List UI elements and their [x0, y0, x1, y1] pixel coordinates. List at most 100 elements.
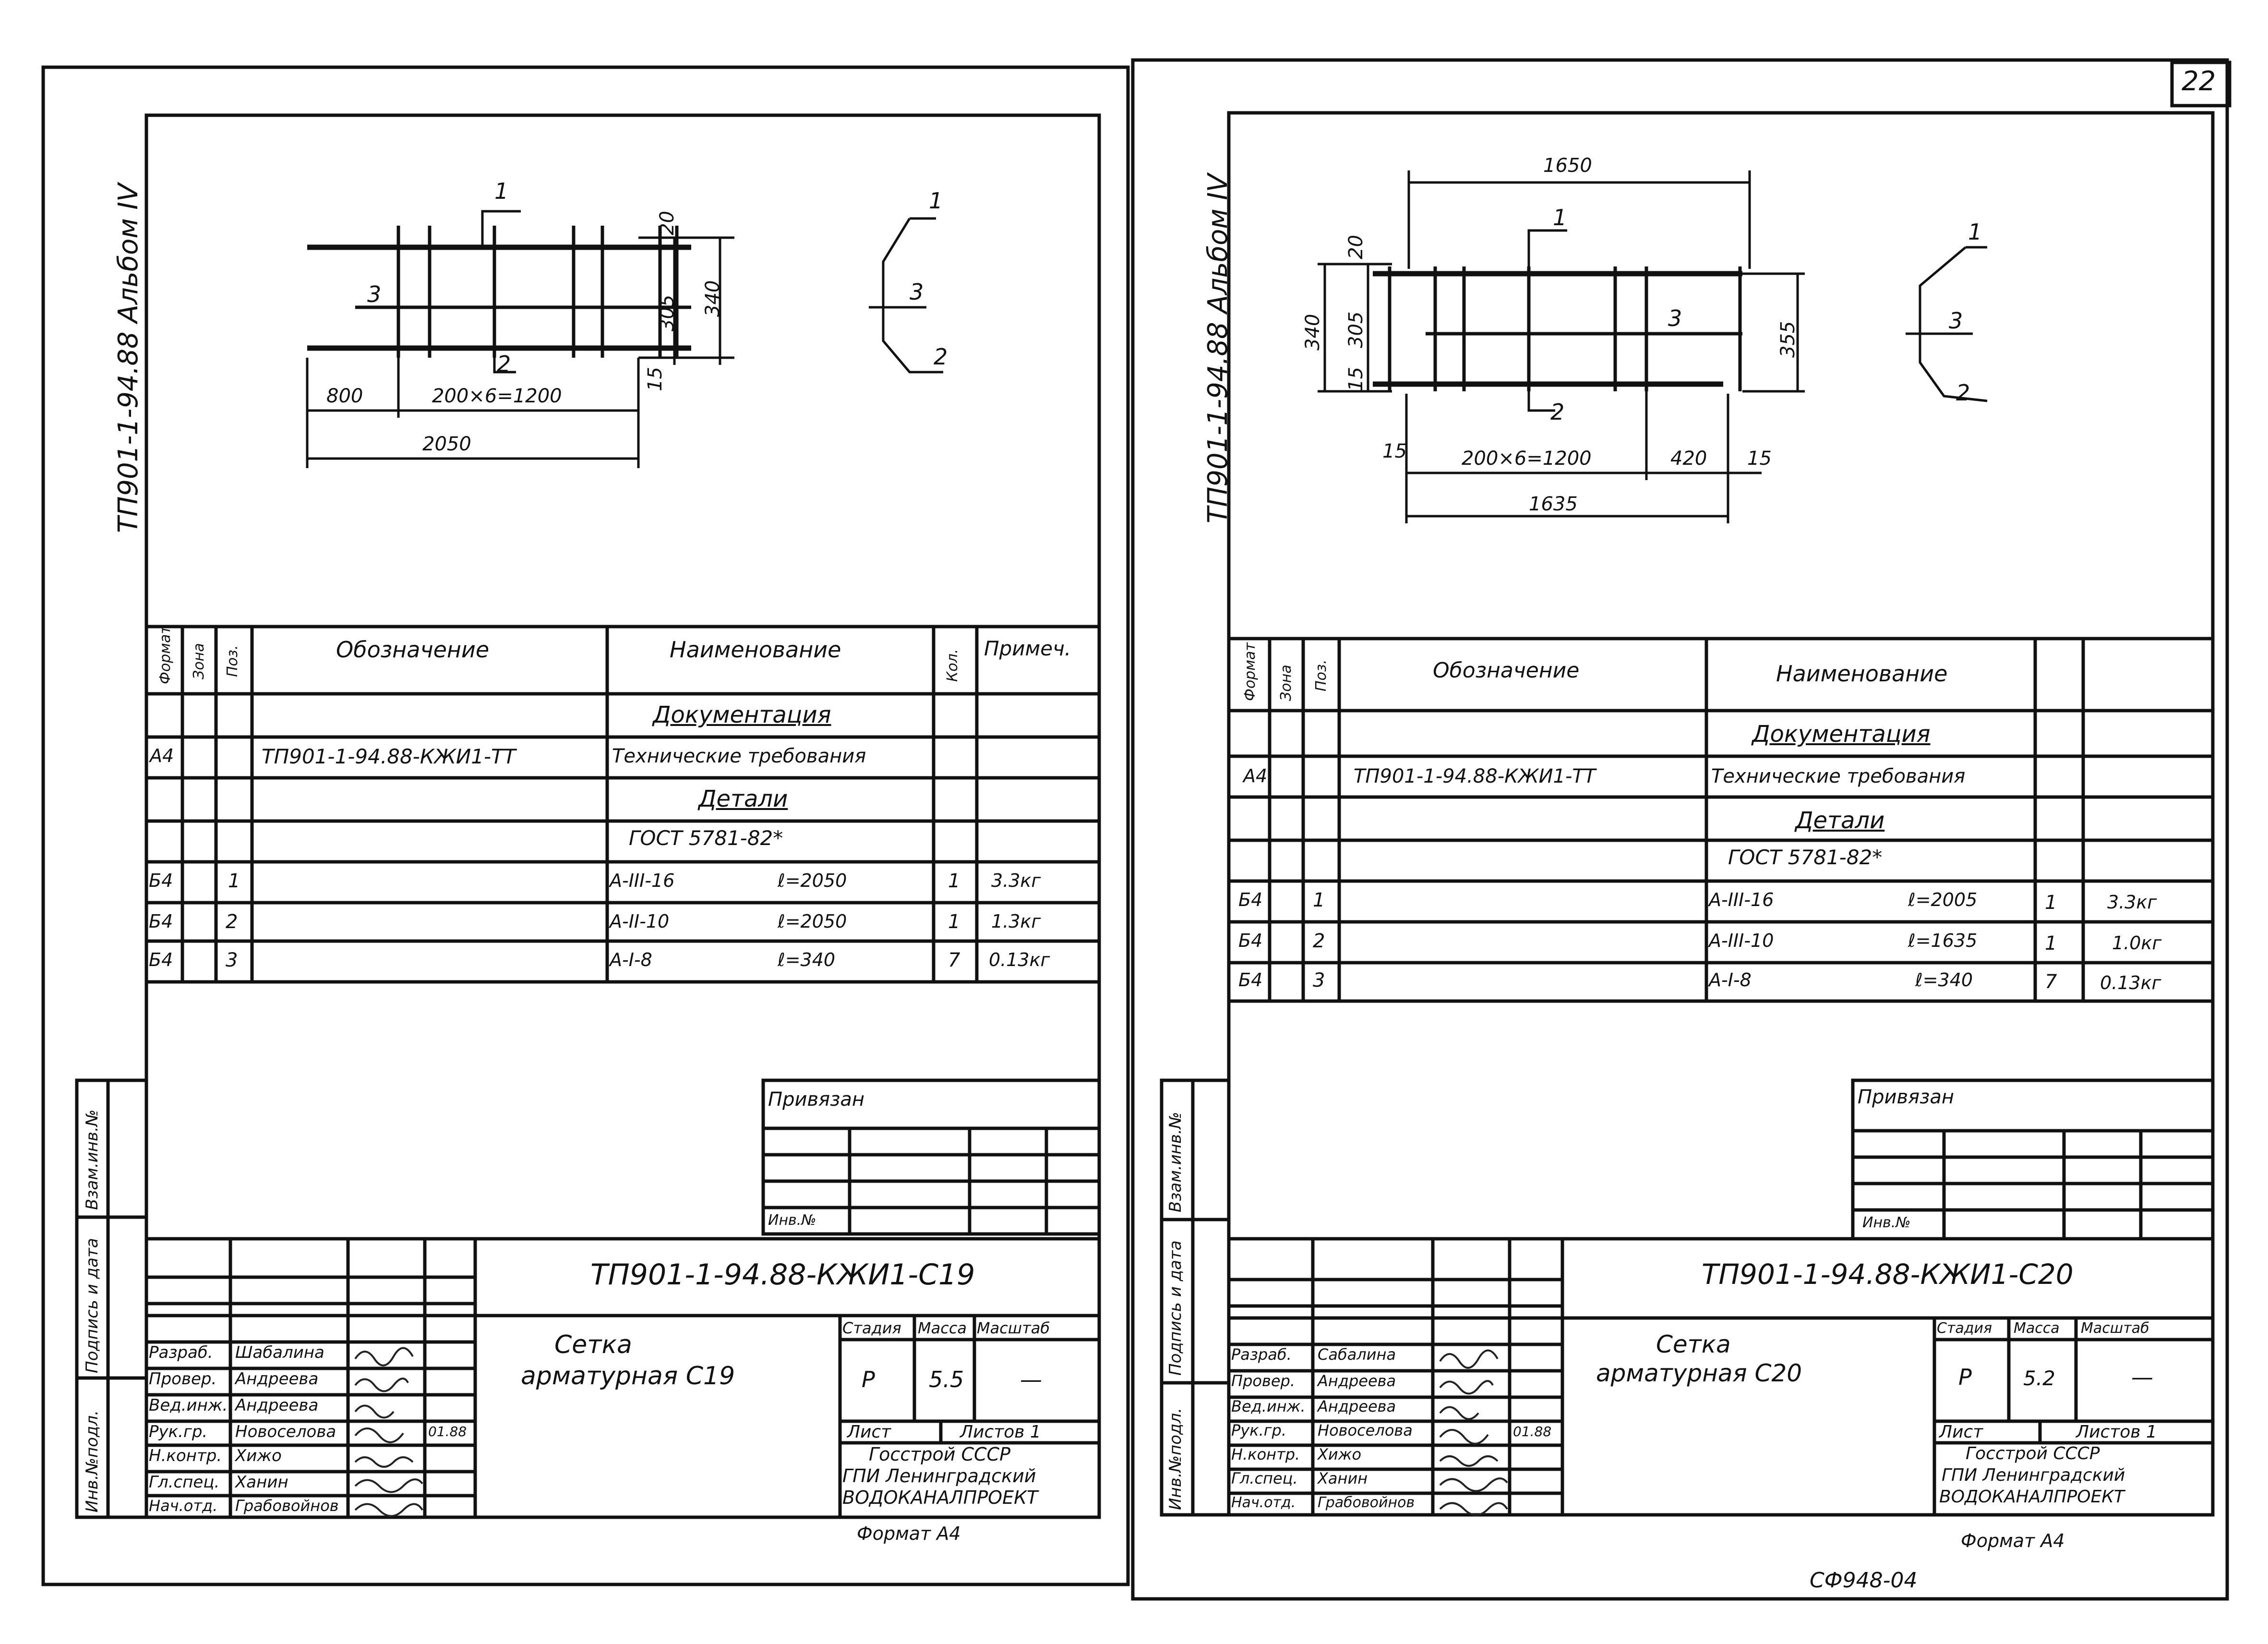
mass-header: Масса	[918, 1319, 967, 1337]
spec-row-format: А4	[1243, 765, 1268, 786]
spec-row-name: ГОСТ 5781-82*	[629, 826, 783, 850]
staff-role: Нач.отд.	[149, 1497, 218, 1515]
stage-value: Р	[1958, 1364, 1972, 1390]
sheets-header: Листов 1	[960, 1422, 1041, 1442]
spec-header-pos: Поз.	[1313, 659, 1330, 691]
spec-header-name: Наименование	[1776, 661, 1948, 687]
privyazan-label: Привязан	[1858, 1086, 1955, 1108]
mesh-c20-drawing	[1318, 170, 1988, 523]
dim-label: 2050	[422, 433, 471, 455]
spec-header-designation: Обозначение	[1433, 658, 1580, 683]
pos-label: 1	[494, 178, 509, 204]
footer-code: СФ948-04	[1810, 1568, 1918, 1593]
staff-role: Гл.спец.	[149, 1473, 220, 1492]
spec-row-qty: 1	[948, 911, 960, 933]
spec-row-name: ГОСТ 5781-82*	[1728, 846, 1883, 869]
staff-name: Шабалина	[235, 1343, 324, 1362]
inv-no-label: Инв.№	[1862, 1214, 1911, 1231]
spec-row-name: Технические требования	[1711, 765, 1966, 787]
spec-row-name: А-III-16	[610, 870, 675, 891]
scale-value: —	[2131, 1364, 2153, 1390]
spec-row-note: 3.3кг	[991, 870, 1041, 891]
pos-label: 3	[910, 279, 924, 305]
spec-row-pos: 2	[1313, 930, 1325, 952]
spec-row-note: 1.0кг	[2112, 932, 2162, 954]
album-label: ТП901-1-94.88 Альбом IV	[113, 183, 144, 533]
pos-label: 1	[929, 188, 943, 214]
spec-header-qty: Кол.	[944, 649, 961, 682]
title-name: Сетка	[554, 1330, 632, 1359]
title-name: арматурная С20	[1596, 1359, 1802, 1387]
staff-role: Рук.гр.	[1231, 1421, 1287, 1439]
dim-label: 20	[1345, 235, 1367, 259]
dim-label: 800	[326, 385, 363, 407]
dim-label: 305	[656, 294, 678, 331]
dim-label: 200×6=1200	[1462, 447, 1592, 470]
dim-label: 15	[1345, 367, 1367, 391]
spec-row-designation: ТП901-1-94.88-КЖИ1-ТТ	[262, 745, 516, 768]
scale-header: Масштаб	[2081, 1320, 2149, 1337]
org-line: ВОДОКАНАЛПРОЕКТ	[1939, 1487, 2124, 1507]
title-code: ТП901-1-94.88-КЖИ1-С19	[590, 1258, 975, 1292]
pos-label: 3	[367, 281, 382, 307]
spec-row-note: 3.3кг	[2107, 892, 2157, 913]
spec-row-name: Детали	[1795, 807, 1885, 834]
staff-name: Сабалина	[1318, 1345, 1396, 1364]
staff-name: Новоселова	[235, 1422, 336, 1441]
spec-row-format: Б4	[1238, 969, 1263, 991]
spec-row-name: А-II-10	[610, 911, 670, 932]
staff-name: Андреева	[1318, 1372, 1396, 1390]
staff-role: Провер.	[1231, 1372, 1295, 1390]
pos-label: 1	[1553, 205, 1567, 230]
spec-row-qty: 7	[2045, 971, 2057, 993]
spec-header-designation: Обозначение	[336, 637, 490, 663]
staff-role: Н.контр.	[149, 1446, 222, 1465]
side-label: Подпись и дата	[83, 1238, 102, 1373]
dim-label: 15	[1382, 440, 1407, 462]
spec-row-pos: 2	[226, 911, 238, 933]
staff-role: Гл.спец.	[1231, 1469, 1298, 1487]
staff-role: Провер.	[149, 1369, 217, 1389]
dim-label: 1650	[1543, 155, 1592, 177]
mesh-c19-drawing	[306, 210, 943, 468]
sheets-header: Листов 1	[2076, 1422, 2157, 1442]
staff-name: Андреева	[235, 1369, 319, 1389]
stage-header: Стадия	[842, 1319, 901, 1337]
spec-header-zone: Зона	[191, 643, 207, 679]
dim-label: 420	[1670, 447, 1707, 470]
spec-row-note: 1.3кг	[991, 911, 1041, 932]
staff-name: Ханин	[1318, 1469, 1368, 1487]
spec-header-note: Примеч.	[984, 637, 1071, 660]
spec-row-len: ℓ=2050	[778, 911, 847, 932]
dim-label: 15	[644, 367, 666, 391]
side-label: Подпись и дата	[1166, 1240, 1185, 1376]
spec-row-format: А4	[150, 745, 174, 766]
scale-header: Масштаб	[977, 1319, 1050, 1337]
spec-header-pos: Поз.	[224, 645, 241, 677]
pos-label: 2	[1550, 399, 1565, 425]
pos-label: 1	[1968, 219, 1982, 245]
dim-label: 200×6=1200	[432, 385, 562, 407]
dim-label: 15	[1747, 447, 1772, 470]
page-number: 22	[2182, 66, 2216, 97]
spec-row-name: Документация	[1752, 721, 1931, 748]
spec-row-qty: 7	[948, 949, 960, 971]
album-label: ТП901-1-94.88 Альбом IV	[1202, 173, 1234, 523]
stage-value: Р	[862, 1366, 875, 1392]
staff-date: 01.88	[1513, 1424, 1552, 1439]
spec-row-format: Б4	[1238, 889, 1263, 910]
sheet-header: Лист	[1939, 1422, 1983, 1442]
spec-row-pos: 3	[1313, 969, 1325, 991]
title-name: арматурная С19	[521, 1362, 735, 1390]
staff-role: Вед.инж.	[149, 1396, 228, 1415]
mass-value: 5.5	[929, 1366, 964, 1392]
spec-header-format: Формат	[157, 626, 174, 684]
mass-value: 5.2	[2023, 1366, 2055, 1390]
staff-date: 01.88	[428, 1424, 467, 1439]
staff-name: Андреева	[1318, 1397, 1396, 1415]
side-label: Взам.инв.№	[83, 1109, 102, 1210]
title-code: ТП901-1-94.88-КЖИ1-С20	[1702, 1258, 2074, 1291]
format-label: Формат А4	[1961, 1530, 2065, 1551]
spec-header-zone: Зона	[1278, 665, 1295, 701]
